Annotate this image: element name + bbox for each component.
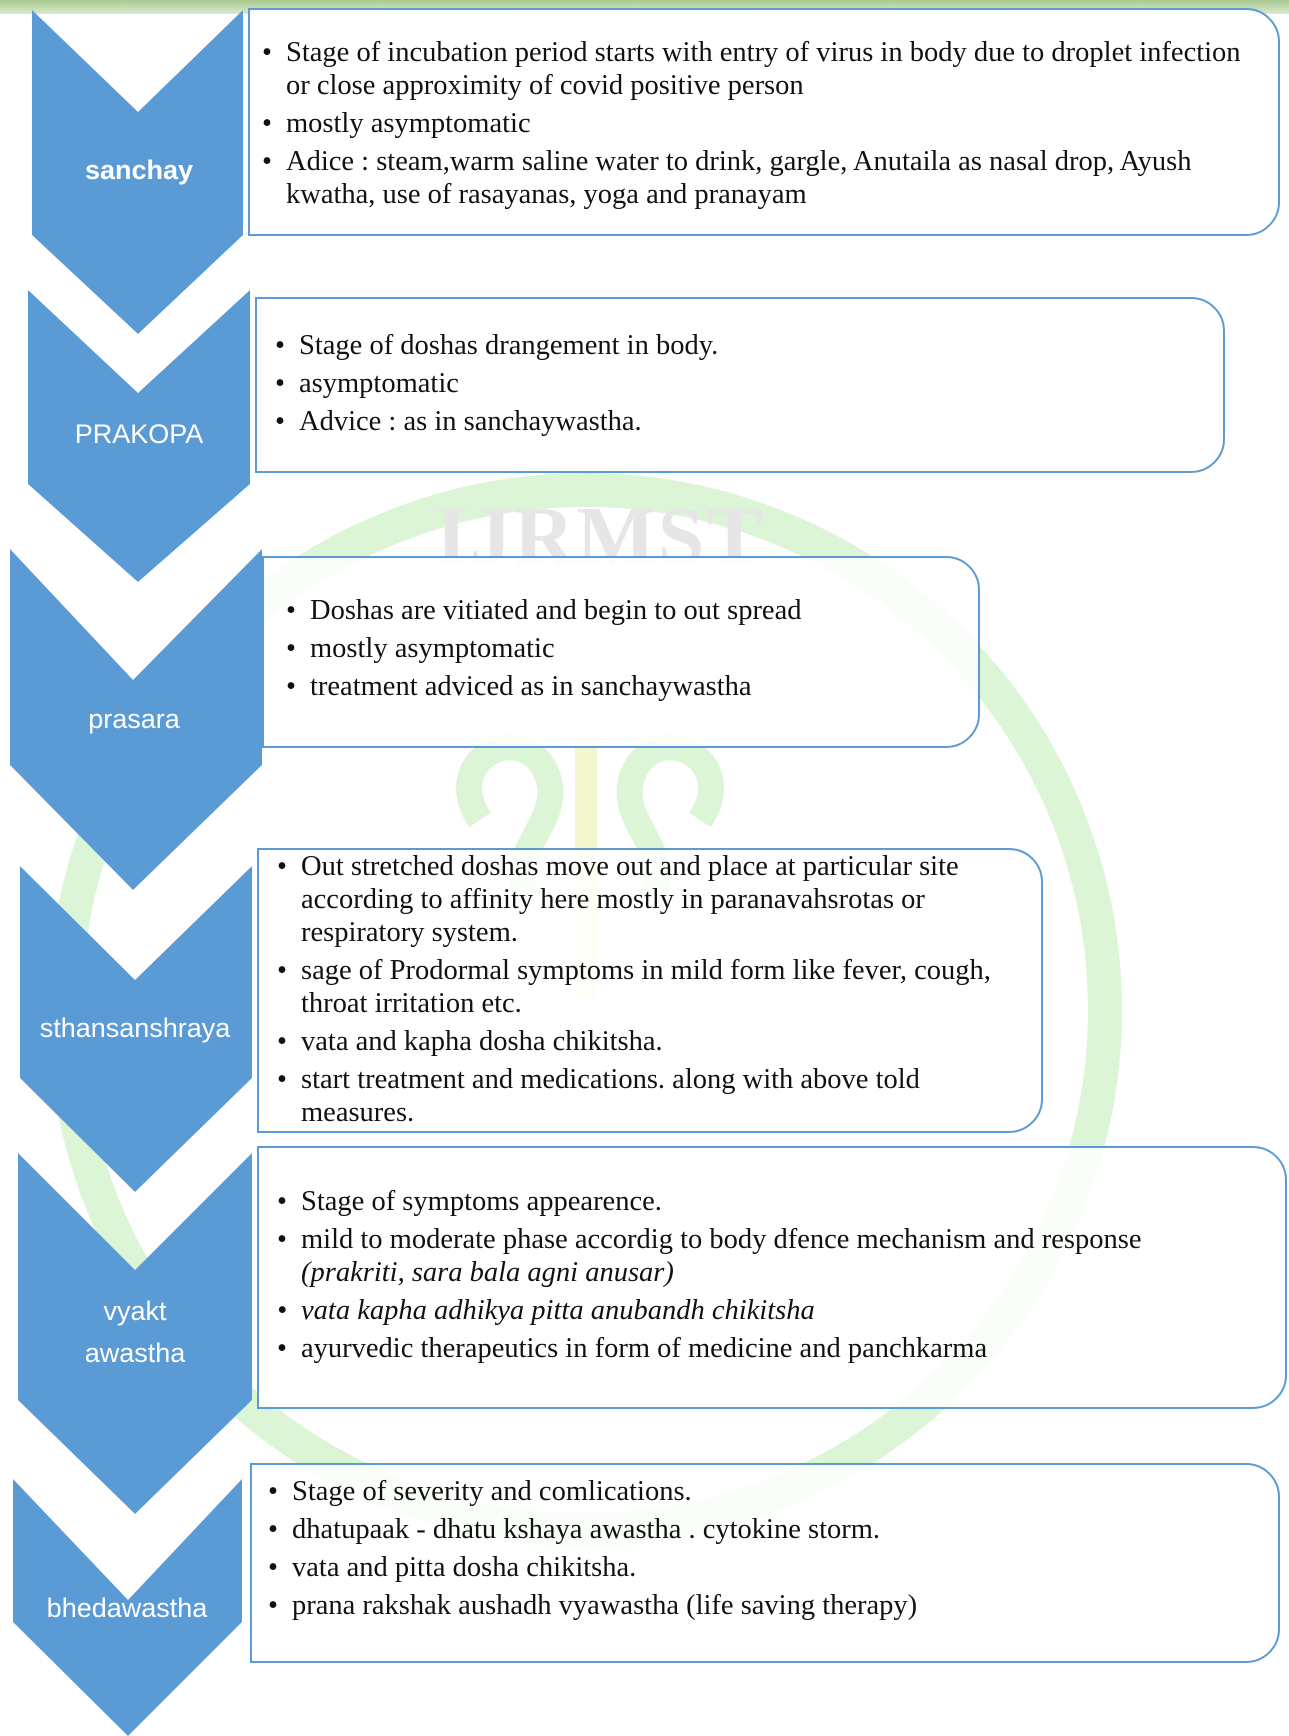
chevron-sanchay	[32, 10, 243, 334]
chevron-vyakt-awastha	[18, 1153, 252, 1514]
stage-label-bhedawastha: bhedawastha	[46, 1593, 208, 1623]
chevron-bhedawastha	[13, 1479, 242, 1736]
bullet-item: Advice : as in sanchaywastha.	[269, 405, 1203, 438]
bullet-item: Out stretched doshas move out and place …	[271, 850, 1017, 949]
stage-box-prasara: Doshas are vitiated and begin to out spr…	[262, 556, 980, 748]
bullet-text-italic: (prakriti, sara bala agni anusar)	[301, 1257, 674, 1288]
bullet-item: mostly asymptomatic	[280, 632, 958, 665]
bullet-list: Out stretched doshas move out and place …	[271, 850, 1017, 1129]
bullet-text: mild to moderate phase accordig to body …	[301, 1224, 1142, 1255]
bullet-item: start treatment and medications. along w…	[271, 1063, 1017, 1129]
stage-box-vyakt-awastha: Stage of symptoms appearence. mild to mo…	[257, 1146, 1287, 1409]
bullet-list: Stage of symptoms appearence. mild to mo…	[271, 1185, 1245, 1365]
bullet-list: Stage of doshas drangement in body. asym…	[269, 329, 1203, 438]
bullet-item: Stage of severity and comlications.	[262, 1475, 1258, 1508]
stage-label-prasara: prasara	[88, 704, 180, 734]
bullet-item: Adice : steam,warm saline water to drink…	[256, 145, 1268, 211]
bullet-list: Stage of severity and comlications. dhat…	[262, 1475, 1258, 1622]
bullet-item: Doshas are vitiated and begin to out spr…	[280, 594, 958, 627]
bullet-item: Stage of symptoms appearence.	[271, 1185, 1245, 1218]
stage-box-prakopa: Stage of doshas drangement in body. asym…	[255, 297, 1225, 473]
bullet-item: treatment adviced as in sanchaywastha	[280, 670, 958, 703]
bullet-item: mild to moderate phase accordig to body …	[271, 1223, 1245, 1289]
stage-box-sanchay: Stage of incubation period starts with e…	[248, 8, 1280, 236]
bullet-item: Stage of incubation period starts with e…	[256, 36, 1268, 102]
bullet-item: Stage of doshas drangement in body.	[269, 329, 1203, 362]
bullet-item: prana rakshak aushadh vyawastha (life sa…	[262, 1589, 1258, 1622]
bullet-item: dhatupaak - dhatu kshaya awastha . cytok…	[262, 1513, 1258, 1546]
stage-box-sthansanshraya: Out stretched doshas move out and place …	[257, 848, 1043, 1133]
bullet-item: mostly asymptomatic	[256, 107, 1268, 140]
bullet-item: vata kapha adhikya pitta anubandh chikit…	[271, 1294, 1245, 1327]
stage-label-vyakt-awastha: vyakt awastha	[84, 1296, 186, 1368]
bullet-item: asymptomatic	[269, 367, 1203, 400]
stage-label-sanchay: sanchay	[84, 155, 194, 185]
bullet-item: vata and pitta dosha chikitsha.	[262, 1551, 1258, 1584]
stage-label-prakopa: PRAKOPA	[74, 419, 204, 449]
bullet-item: sage of Prodormal symptoms in mild form …	[271, 954, 1017, 1020]
bullet-item: ayurvedic therapeutics in form of medici…	[271, 1332, 1245, 1365]
bullet-list: Stage of incubation period starts with e…	[256, 36, 1268, 211]
bullet-item: vata and kapha dosha chikitsha.	[271, 1025, 1017, 1058]
chevron-sthansanshraya	[20, 866, 252, 1192]
bullet-list: Doshas are vitiated and begin to out spr…	[280, 594, 958, 703]
chevron-prakopa	[28, 290, 250, 582]
stage-label-sthansanshraya: sthansanshraya	[39, 1013, 231, 1043]
chevron-prasara	[10, 549, 262, 890]
stage-box-bhedawastha: Stage of severity and comlications. dhat…	[250, 1463, 1280, 1663]
